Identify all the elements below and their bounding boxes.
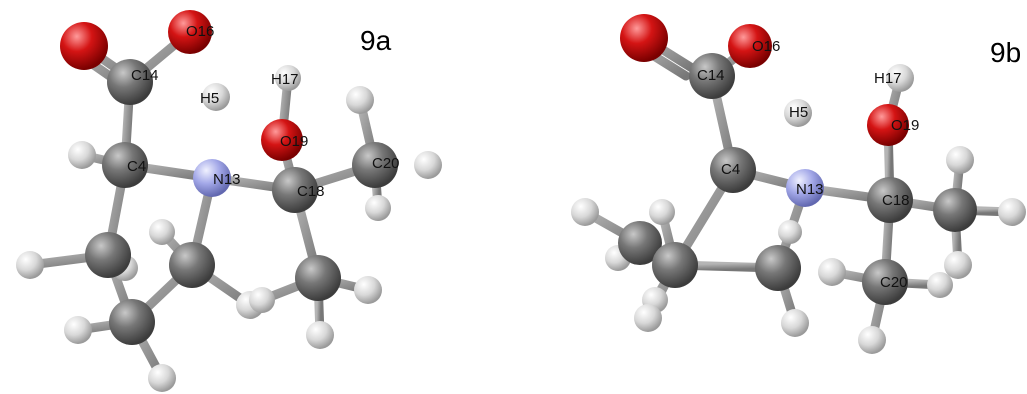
panel-label-9a: 9a <box>360 25 392 56</box>
hydrogen-atom <box>778 220 802 244</box>
atom-label: O16 <box>752 38 780 55</box>
atom-labels-9b: O16 C14 H5 H17 O19 C4 N13 C18 C20 <box>697 38 919 291</box>
atom-label: H17 <box>271 71 299 88</box>
atom-label: C20 <box>372 155 400 172</box>
atoms-9a <box>60 10 398 345</box>
atom-H17 <box>886 64 914 92</box>
atom-label: C18 <box>882 192 910 209</box>
atom-O19 <box>261 119 303 161</box>
carbon-atom <box>652 242 698 288</box>
hydrogen-atom <box>64 316 92 344</box>
hydrogen-atom <box>781 309 809 337</box>
atom-C20 <box>862 259 908 305</box>
atom-label: O19 <box>891 117 919 134</box>
atom-C14 <box>107 59 153 105</box>
atom-H5 <box>202 83 230 111</box>
carbon-atom <box>295 255 341 301</box>
hydrogen-atom <box>414 151 442 179</box>
atom-O19 <box>867 104 909 146</box>
atom-label: C4 <box>721 161 740 178</box>
atom-C4 <box>710 147 756 193</box>
molecule-9b: 9b <box>571 14 1026 354</box>
hydrogen-atom <box>571 198 599 226</box>
panel-label-9b: 9b <box>990 37 1021 68</box>
atom-label: H5 <box>200 90 219 107</box>
atom-label: H5 <box>789 104 808 121</box>
atom-C18 <box>272 167 318 213</box>
hydrogen-atom <box>148 364 176 392</box>
atom-C20 <box>352 142 398 188</box>
hydrogen-atom <box>354 276 382 304</box>
atom-label: H17 <box>874 70 902 87</box>
atom-O16 <box>168 10 212 54</box>
hydrogen-atom <box>927 272 953 298</box>
hydrogens-9a <box>16 86 442 392</box>
atom-label: O16 <box>186 23 214 40</box>
atom-label: C20 <box>880 274 908 291</box>
atom-O16 <box>728 24 772 68</box>
carbon-atom <box>85 232 131 278</box>
hydrogen-atom <box>249 287 275 313</box>
carbon-atom <box>755 245 801 291</box>
atom-label: N13 <box>213 171 241 188</box>
hydrogen-atom <box>634 304 662 332</box>
atom-C18 <box>867 177 913 223</box>
hydrogen-atom <box>818 258 846 286</box>
atom-C14 <box>689 53 735 99</box>
hydrogen-atom <box>998 198 1026 226</box>
atom-H17 <box>275 65 301 91</box>
hydrogen-atom <box>149 219 175 245</box>
hydrogens-9b <box>571 146 1026 354</box>
hydrogen-atom <box>306 321 334 349</box>
atom-label: C14 <box>697 67 725 84</box>
hydrogen-atom <box>365 195 391 221</box>
oxygen-atom <box>620 14 668 62</box>
atom-N13 <box>786 169 824 207</box>
atom-C4 <box>102 142 148 188</box>
atom-label: O19 <box>280 133 308 150</box>
atom-H5 <box>784 99 812 127</box>
atom-labels-9a: O16 C14 H5 H17 O19 C20 C4 N13 C18 <box>127 23 400 200</box>
atom-N13 <box>193 159 231 197</box>
oxygen-atom <box>60 22 108 70</box>
atom-label: C4 <box>127 158 146 175</box>
atoms-9b <box>618 14 977 305</box>
hydrogen-atom <box>346 86 374 114</box>
carbon-atom <box>169 242 215 288</box>
carbon-atom <box>109 299 155 345</box>
hydrogen-atom <box>16 251 44 279</box>
carbon-atom <box>933 188 977 232</box>
atom-label: C14 <box>131 67 159 84</box>
hydrogen-atom <box>944 251 972 279</box>
molecule-9a: 9a <box>16 10 442 392</box>
hydrogen-atom <box>858 326 886 354</box>
carbon-atom <box>618 221 662 265</box>
atom-label: C18 <box>297 183 325 200</box>
hydrogen-atom <box>946 146 974 174</box>
hydrogen-atom <box>649 199 675 225</box>
hydrogen-atom <box>68 141 96 169</box>
atom-label: N13 <box>796 181 824 198</box>
